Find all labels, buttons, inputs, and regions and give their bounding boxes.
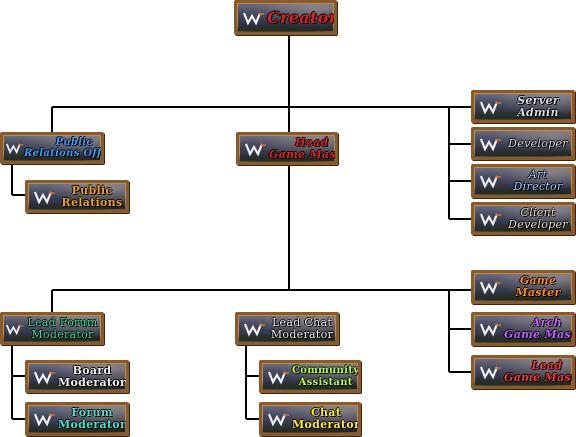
community-assistant-node: Community Assistant: [259, 360, 361, 393]
public-relations-officer-node: Public Relations Officer: [0, 132, 104, 164]
forum-moderator-label: Forum Moderator: [58, 406, 127, 431]
w-logo-icon: [34, 411, 56, 427]
forum-moderator-node: Forum Moderator: [25, 402, 129, 436]
chat-moderator-label: Chat Moderator: [292, 406, 361, 431]
w-logo-icon: [34, 369, 56, 385]
lead-forum-moderator-node: Lead Forum Moderator: [0, 312, 104, 345]
board-moderator-label: Board Moderator: [58, 363, 127, 389]
w-logo-icon: [480, 173, 502, 189]
w-logo-icon: [480, 136, 502, 152]
public-relations-officer-label: Public Relations Officer: [24, 137, 102, 159]
developer-label: Developer: [508, 136, 568, 150]
w-logo-icon: [34, 189, 56, 205]
w-logo-icon: [6, 140, 24, 156]
developer-node: Developer: [471, 127, 575, 160]
lead-forum-moderator-label: Lead Forum Moderator: [27, 315, 98, 341]
creator-label: Creator: [267, 7, 337, 27]
w-logo-icon: [480, 99, 502, 115]
lead-chat-moderator-node: Lead Chat Moderator: [235, 312, 339, 345]
w-logo-icon: [245, 141, 267, 157]
creator-node: Creator: [234, 0, 337, 35]
w-logo-icon: [268, 369, 290, 385]
art-director-label: Art Director: [513, 168, 563, 193]
client-developer-node: Client Developer: [471, 202, 575, 235]
chat-moderator-node: Chat Moderator: [259, 402, 361, 436]
public-relations-node: Public Relations: [25, 180, 129, 213]
lead-chat-moderator-label: Lead Chat Moderator: [270, 315, 334, 341]
public-relations-label: Public Relations: [61, 183, 123, 209]
w-logo-icon: [480, 364, 502, 380]
client-developer-label: Client Developer: [508, 205, 568, 231]
w-logo-icon: [243, 10, 265, 26]
arch-game-master-label: Arch Game Master: [504, 316, 572, 341]
head-game-master-node: Head Game Master: [236, 132, 338, 165]
art-director-node: Art Director: [471, 164, 575, 198]
w-logo-icon: [480, 321, 502, 337]
arch-game-master-node: Arch Game Master: [471, 312, 575, 346]
w-logo-icon: [268, 411, 290, 427]
w-logo-icon: [480, 211, 502, 227]
head-game-master-label: Head Game Master: [269, 135, 336, 161]
game-master-label: Game Master: [515, 274, 561, 299]
board-moderator-node: Board Moderator: [25, 360, 129, 393]
server-admin-node: Server Admin: [471, 90, 575, 123]
server-admin-label: Server Admin: [517, 93, 559, 119]
community-assistant-label: Community Assistant: [292, 364, 360, 388]
lead-game-master-label: Lead Game Master: [504, 359, 572, 384]
game-master-node: Game Master: [471, 270, 575, 304]
lead-game-master-node: Lead Game Master: [471, 355, 575, 389]
w-logo-icon: [480, 279, 502, 295]
w-logo-icon: [6, 321, 24, 337]
w-logo-icon: [244, 321, 266, 337]
